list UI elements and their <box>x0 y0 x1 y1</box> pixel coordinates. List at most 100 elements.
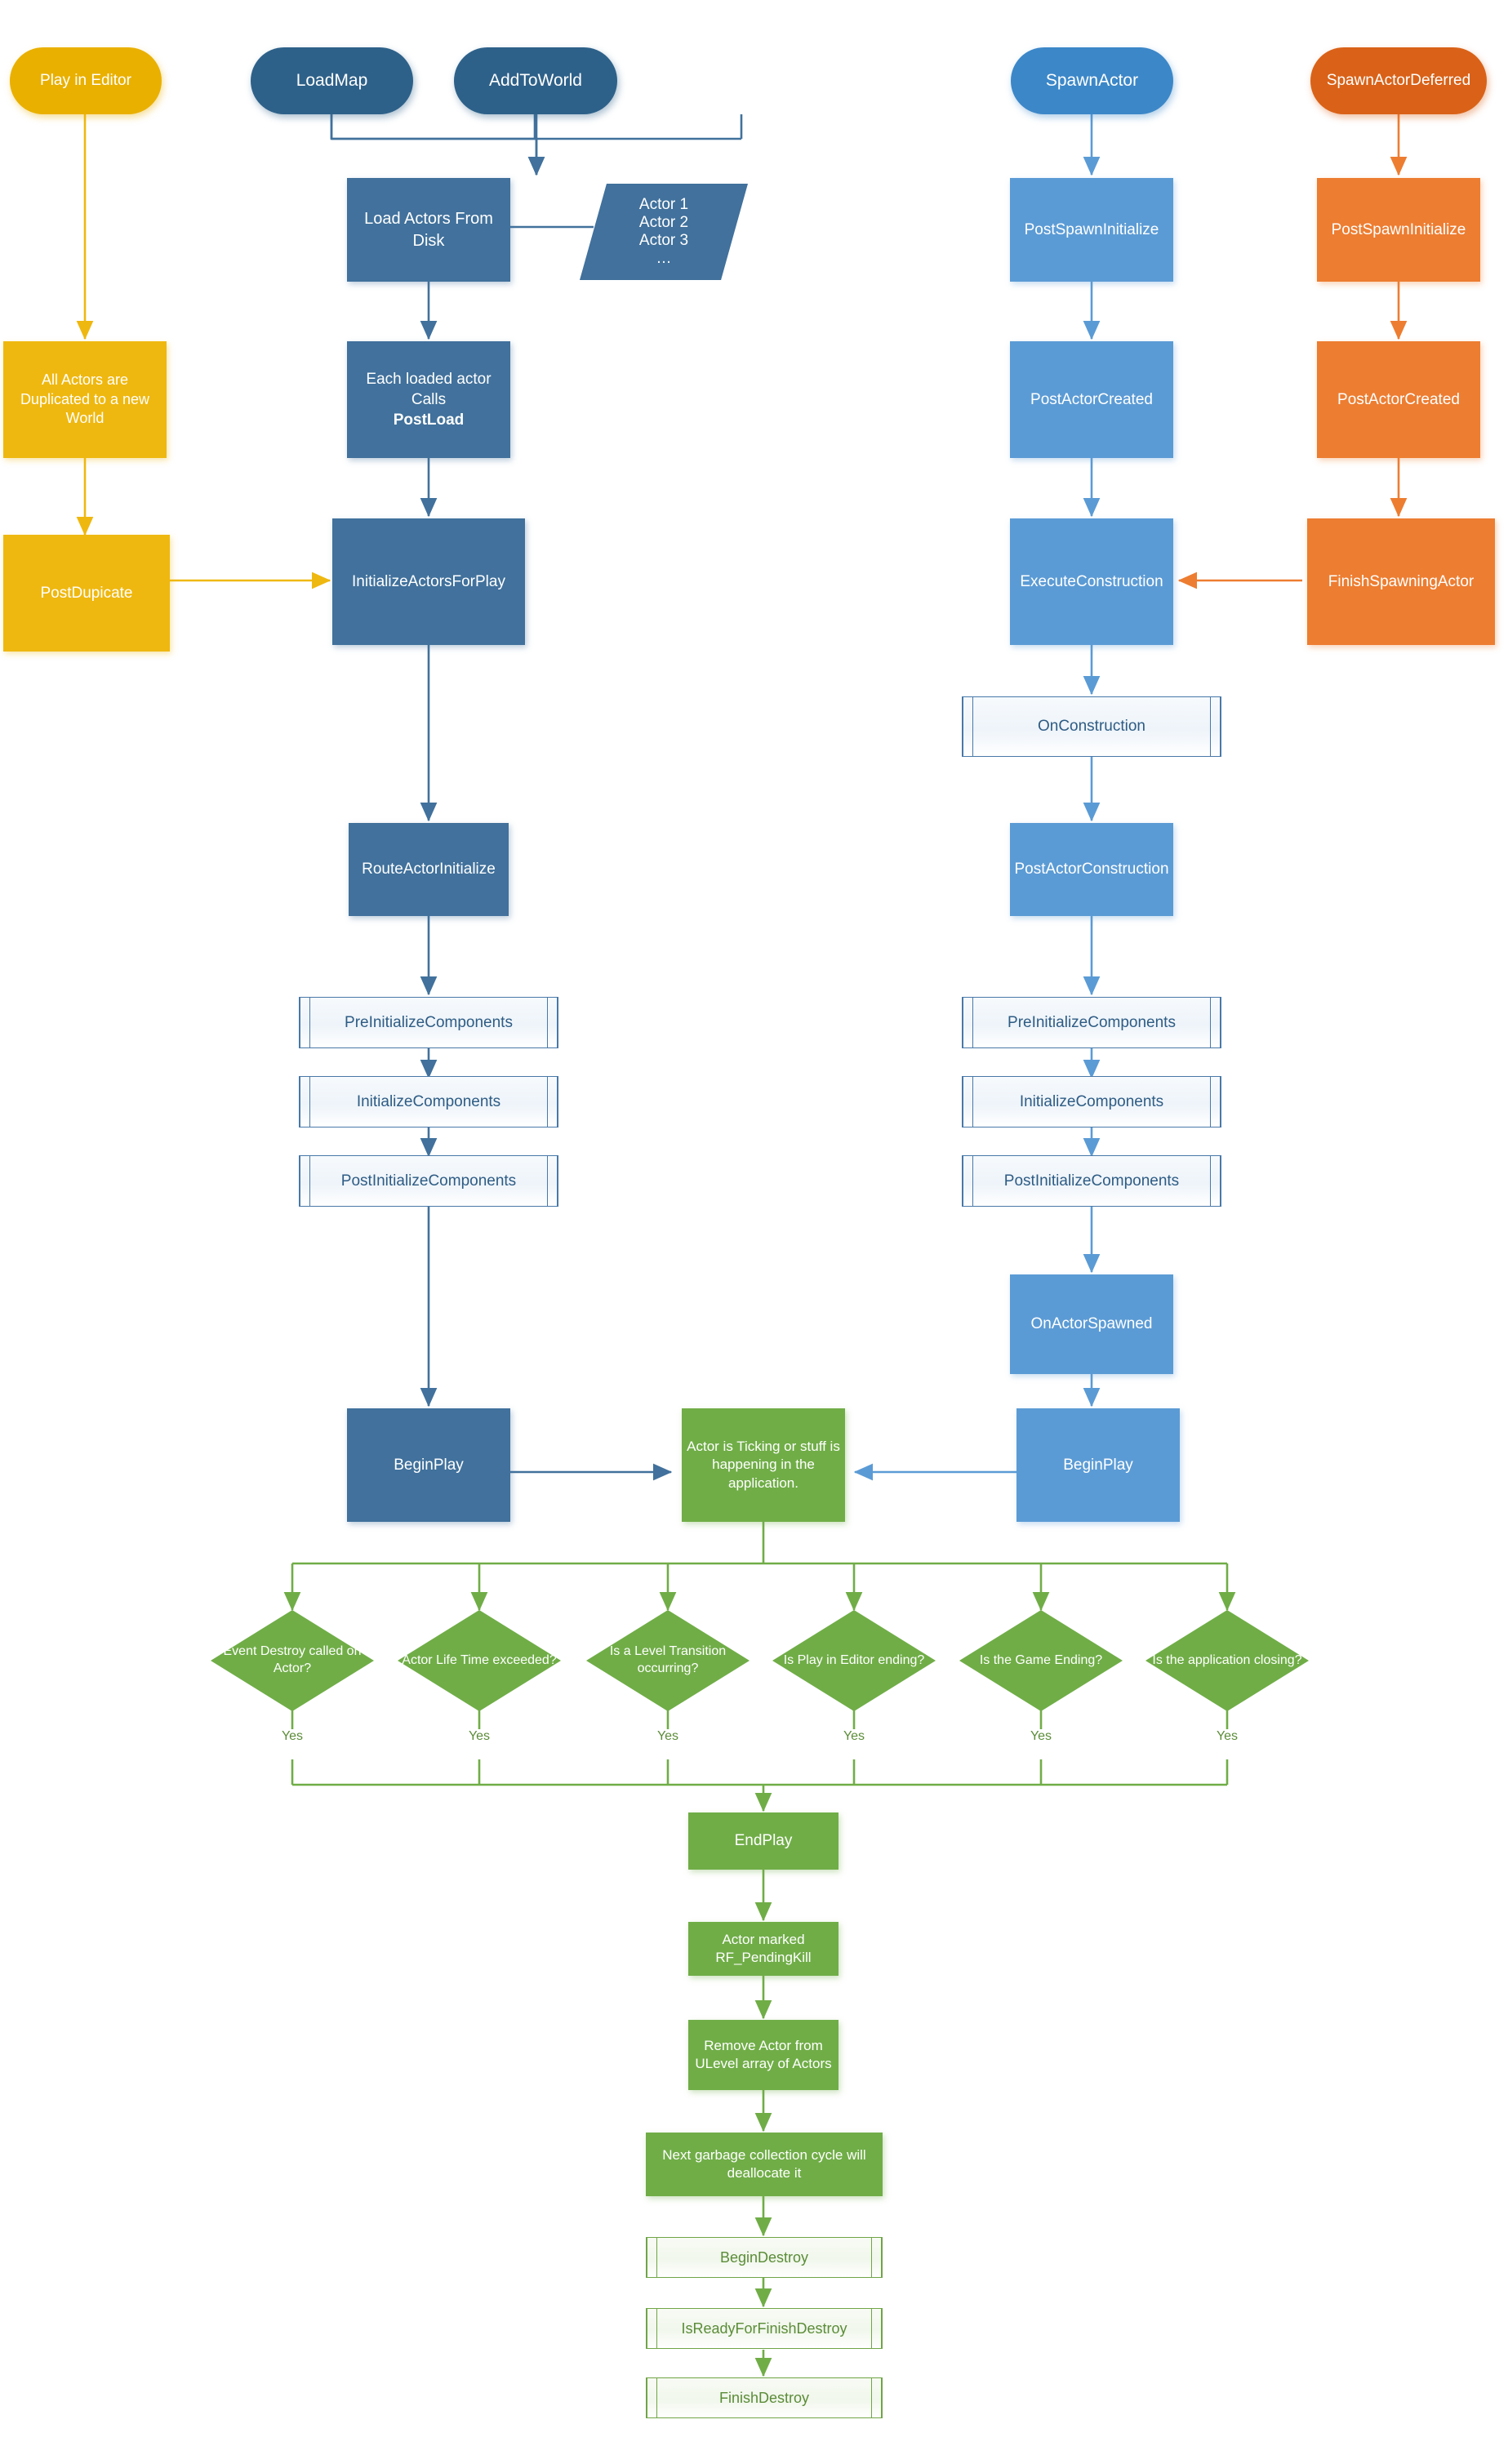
process-post-actor-created-orange[interactable]: PostActorCreated <box>1317 341 1480 458</box>
predef-left-bar <box>300 1077 310 1127</box>
predefined-process-on-construction[interactable]: OnConstruction <box>962 696 1221 757</box>
data-actor-list: Actor 1 Actor 2 Actor 3 … <box>580 184 748 280</box>
decision-level-transition-label: Is a Level Transition occurring? <box>609 1644 727 1675</box>
process-initialize-actors-for-play-label: InitializeActorsForPlay <box>352 572 505 590</box>
process-next-gc-cycle[interactable]: Next garbage collection cycle will deall… <box>646 2133 883 2196</box>
terminator-play-in-editor-label: Play in Editor <box>40 72 131 90</box>
process-end-play-label: EndPlay <box>734 1832 793 1850</box>
pre-initialize-components-right-label: PreInitializeComponents <box>1008 1013 1176 1031</box>
predef-right-bar <box>1210 697 1221 756</box>
predefined-process-is-ready-for-finish-destroy[interactable]: IsReadyForFinishDestroy <box>646 2308 883 2349</box>
predefined-process-finish-destroy[interactable]: FinishDestroy <box>646 2377 883 2418</box>
predef-left-bar <box>963 1077 973 1127</box>
predef-right-bar <box>871 2238 882 2277</box>
process-actor-marked-pendingkill[interactable]: Actor marked RF_PendingKill <box>688 1922 839 1976</box>
predefined-process-post-initialize-components-left[interactable]: PostInitializeComponents <box>299 1155 558 1207</box>
process-begin-play-right[interactable]: BeginPlay <box>1016 1408 1180 1522</box>
terminator-spawnactordeferred[interactable]: SpawnActorDeferred <box>1310 47 1487 114</box>
process-post-actor-created-blue-label: PostActorCreated <box>1030 390 1153 408</box>
predefined-process-on-construction-label: OnConstruction <box>1037 718 1145 735</box>
process-all-actors-duplicated[interactable]: All Actors are Duplicated to a new World <box>3 341 167 458</box>
edge-label-yes-pie-ending: Yes <box>813 1729 895 1744</box>
yes-text: Yes <box>1216 1729 1239 1743</box>
process-finish-spawning-actor-label: FinishSpawningActor <box>1328 572 1475 590</box>
post-initialize-components-right-label: PostInitializeComponents <box>1003 1172 1180 1190</box>
process-begin-play-left-label: BeginPlay <box>394 1456 464 1474</box>
process-execute-construction[interactable]: ExecuteConstruction <box>1010 518 1173 645</box>
predefined-process-initialize-components-right[interactable]: InitializeComponents <box>962 1076 1221 1127</box>
predef-left-bar <box>647 2309 657 2348</box>
process-initialize-actors-for-play[interactable]: InitializeActorsForPlay <box>332 518 525 645</box>
predefined-process-pre-initialize-components-right[interactable]: PreInitializeComponents <box>962 997 1221 1048</box>
process-post-duplicate-label: PostDupicate <box>40 584 133 602</box>
process-each-loaded-actor-postload[interactable]: Each loaded actor Calls PostLoad <box>347 341 510 458</box>
decision-actor-life-time[interactable]: Actor Life Time exceeded? <box>398 1610 561 1711</box>
terminator-spawnactor-label: SpawnActor <box>1045 71 1139 91</box>
predefined-process-pre-initialize-components-left[interactable]: PreInitializeComponents <box>299 997 558 1048</box>
decision-application-closing[interactable]: Is the application closing? <box>1145 1610 1309 1711</box>
terminator-loadmap[interactable]: LoadMap <box>251 47 413 114</box>
predef-right-bar <box>1210 1077 1221 1127</box>
predef-right-bar <box>1210 1156 1221 1206</box>
terminator-spawnactordeferred-label: SpawnActorDeferred <box>1326 72 1471 90</box>
process-actor-is-ticking[interactable]: Actor is Ticking or stuff is happening i… <box>682 1408 845 1522</box>
process-remove-actor-from-ulevel[interactable]: Remove Actor from ULevel array of Actors <box>688 2020 839 2090</box>
process-begin-play-left[interactable]: BeginPlay <box>347 1408 510 1522</box>
predefined-process-begin-destroy-label: BeginDestroy <box>719 2248 809 2266</box>
process-on-actor-spawned[interactable]: OnActorSpawned <box>1010 1274 1173 1374</box>
predef-left-bar <box>647 2238 657 2277</box>
process-post-spawn-initialize-blue-label: PostSpawnInitialize <box>1024 220 1159 238</box>
decision-game-ending[interactable]: Is the Game Ending? <box>959 1610 1123 1711</box>
decision-pie-ending-label: Is Play in Editor ending? <box>783 1652 925 1667</box>
predefined-process-initialize-components-left[interactable]: InitializeComponents <box>299 1076 558 1127</box>
predef-left-bar <box>963 1156 973 1206</box>
edge-label-yes-actor-life-time: Yes <box>438 1729 520 1744</box>
process-post-spawn-initialize-blue[interactable]: PostSpawnInitialize <box>1010 178 1173 282</box>
data-actor-list-label: Actor 1 Actor 2 Actor 3 … <box>638 196 689 267</box>
terminator-play-in-editor[interactable]: Play in Editor <box>10 47 162 114</box>
process-post-spawn-initialize-orange[interactable]: PostSpawnInitialize <box>1317 178 1480 282</box>
predef-right-bar <box>871 2309 882 2348</box>
edge-label-yes-level-transition: Yes <box>627 1729 709 1744</box>
process-post-duplicate[interactable]: PostDupicate <box>3 535 170 652</box>
process-execute-construction-label: ExecuteConstruction <box>1020 572 1163 590</box>
process-all-actors-duplicated-label: All Actors are Duplicated to a new World <box>20 371 150 427</box>
predef-left-bar <box>963 998 973 1047</box>
process-route-actor-initialize[interactable]: RouteActorInitialize <box>349 823 509 916</box>
process-load-actors-from-disk[interactable]: Load Actors From Disk <box>347 178 510 282</box>
process-each-loaded-actor-postload-label: Each loaded actor Calls PostLoad <box>347 369 510 430</box>
process-post-actor-construction[interactable]: PostActorConstruction <box>1010 823 1173 916</box>
pre-initialize-components-left-label: PreInitializeComponents <box>345 1013 513 1031</box>
terminator-addtoworld[interactable]: AddToWorld <box>454 47 617 114</box>
process-route-actor-initialize-label: RouteActorInitialize <box>362 861 496 878</box>
decision-event-destroy[interactable]: Event Destroy called on Actor? <box>211 1610 374 1711</box>
predef-left-bar <box>963 697 973 756</box>
yes-text: Yes <box>656 1729 679 1743</box>
edge-label-yes-event-destroy: Yes <box>251 1729 333 1744</box>
decision-level-transition[interactable]: Is a Level Transition occurring? <box>586 1610 750 1711</box>
predefined-process-post-initialize-components-right[interactable]: PostInitializeComponents <box>962 1155 1221 1207</box>
process-actor-marked-pendingkill-label: Actor marked RF_PendingKill <box>715 1931 812 1965</box>
process-post-actor-created-blue[interactable]: PostActorCreated <box>1010 341 1173 458</box>
decision-pie-ending[interactable]: Is Play in Editor ending? <box>772 1610 936 1711</box>
decision-actor-life-time-label: Actor Life Time exceeded? <box>402 1652 557 1667</box>
predefined-process-begin-destroy[interactable]: BeginDestroy <box>646 2237 883 2278</box>
terminator-addtoworld-label: AddToWorld <box>488 71 582 91</box>
process-post-actor-created-orange-label: PostActorCreated <box>1337 390 1460 408</box>
process-begin-play-right-label: BeginPlay <box>1063 1456 1133 1474</box>
postload-prefix: Each loaded actor Calls <box>366 370 492 408</box>
predefined-process-is-ready-for-finish-destroy-label: IsReadyForFinishDestroy <box>681 2319 847 2337</box>
process-on-actor-spawned-label: OnActorSpawned <box>1030 1315 1153 1333</box>
predefined-process-finish-destroy-label: FinishDestroy <box>718 2389 810 2406</box>
predef-left-bar <box>300 998 310 1047</box>
predef-right-bar <box>547 1156 558 1206</box>
post-initialize-components-left-label: PostInitializeComponents <box>340 1172 517 1190</box>
initialize-components-right-label: InitializeComponents <box>1019 1092 1164 1110</box>
process-finish-spawning-actor[interactable]: FinishSpawningActor <box>1307 518 1495 645</box>
terminator-spawnactor[interactable]: SpawnActor <box>1011 47 1173 114</box>
decision-game-ending-label: Is the Game Ending? <box>979 1652 1103 1667</box>
process-end-play[interactable]: EndPlay <box>688 1812 839 1870</box>
predef-left-bar <box>300 1156 310 1206</box>
